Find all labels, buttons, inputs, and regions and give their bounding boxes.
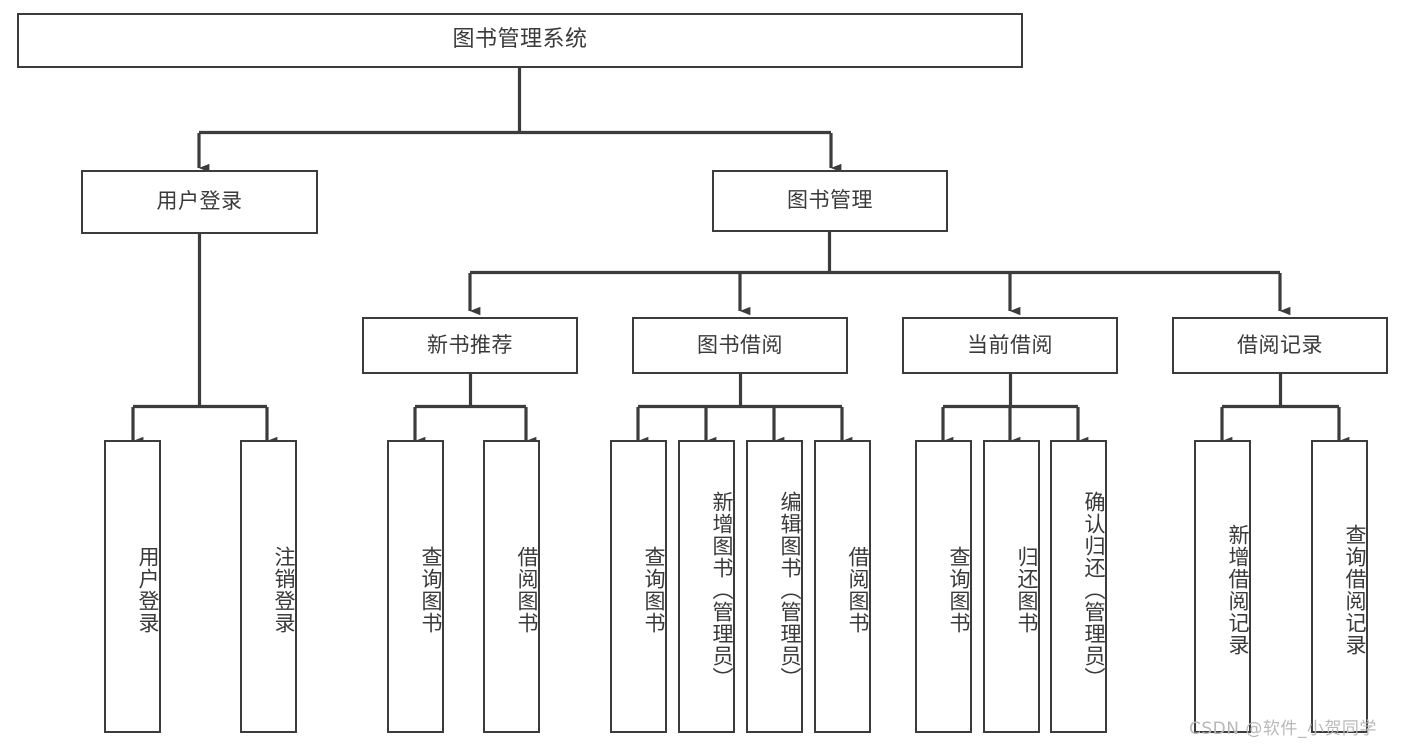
leaf-current-confirm-return[interactable]: 确认归还（管理员） [1050, 440, 1107, 733]
node-label: 查询图书 [947, 545, 971, 634]
node-label: 编辑图书（管理员） [778, 490, 802, 689]
node-new-book-recommend[interactable]: 新书推荐 [362, 317, 578, 374]
node-label: 借阅记录 [1237, 332, 1323, 357]
node-book-management[interactable]: 图书管理 [712, 170, 948, 232]
node-current-borrow[interactable]: 当前借阅 [902, 317, 1118, 374]
node-label: 图书管理系统 [452, 27, 588, 53]
leaf-borrow-query-book[interactable]: 查询图书 [610, 440, 667, 733]
node-label: 查询图书 [642, 545, 666, 634]
node-label: 图书管理 [787, 188, 873, 213]
node-label: 用户登录 [136, 545, 160, 634]
leaf-record-query-record[interactable]: 查询借阅记录 [1311, 440, 1368, 733]
node-label: 用户登录 [156, 189, 243, 214]
node-root-system[interactable]: 图书管理系统 [17, 13, 1023, 68]
node-label: 新增借阅记录 [1226, 523, 1250, 656]
node-user-login[interactable]: 用户登录 [81, 170, 318, 234]
node-label: 确认归还（管理员） [1082, 490, 1106, 689]
node-borrow-record[interactable]: 借阅记录 [1172, 317, 1388, 374]
leaf-user-login-logout[interactable]: 注销登录 [240, 440, 297, 733]
leaf-current-query-book[interactable]: 查询图书 [915, 440, 972, 733]
node-label: 查询借阅记录 [1343, 523, 1367, 656]
node-label: 借阅图书 [846, 545, 870, 634]
leaf-borrow-edit-book[interactable]: 编辑图书（管理员） [746, 440, 803, 733]
node-label: 图书借阅 [697, 332, 783, 357]
leaf-borrow-borrow-book[interactable]: 借阅图书 [814, 440, 871, 733]
leaf-recommend-borrow-book[interactable]: 借阅图书 [483, 440, 540, 733]
leaf-borrow-add-book[interactable]: 新增图书（管理员） [678, 440, 735, 733]
node-book-borrow[interactable]: 图书借阅 [632, 317, 848, 374]
leaf-user-login-login[interactable]: 用户登录 [104, 440, 161, 733]
node-label: 借阅图书 [515, 545, 539, 634]
node-label: 当前借阅 [967, 332, 1053, 357]
leaf-recommend-query-book[interactable]: 查询图书 [387, 440, 444, 733]
csdn-watermark: CSDN @软件_小贺同学 [1189, 719, 1377, 739]
node-label: 查询图书 [419, 545, 443, 634]
node-label: 注销登录 [272, 545, 296, 634]
leaf-record-add-record[interactable]: 新增借阅记录 [1194, 440, 1251, 733]
node-label: 新书推荐 [427, 332, 513, 357]
leaf-current-return-book[interactable]: 归还图书 [983, 440, 1040, 733]
node-label: 新增图书（管理员） [710, 490, 734, 689]
node-label: 归还图书 [1015, 545, 1039, 634]
